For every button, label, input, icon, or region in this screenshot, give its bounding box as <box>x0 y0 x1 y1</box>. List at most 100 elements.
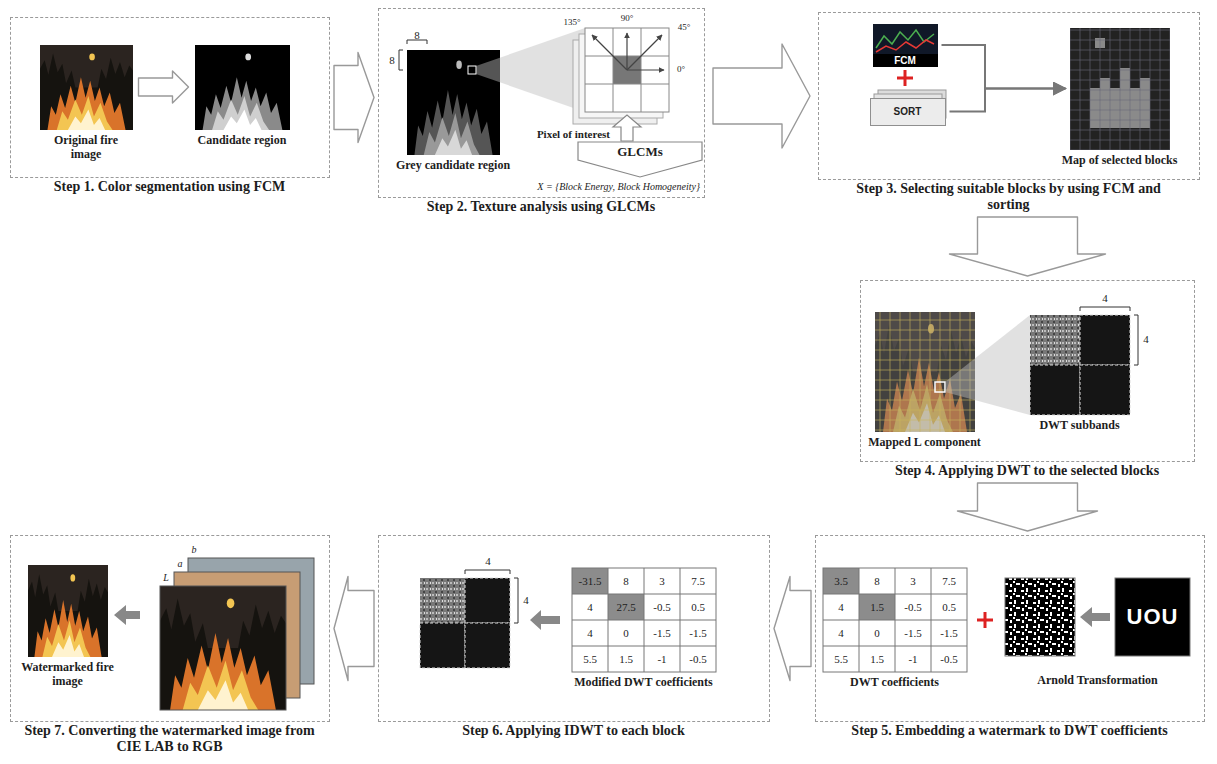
flow-arrow <box>334 577 374 681</box>
step-caption: Step 1. Color segmentation using FCM <box>11 179 328 195</box>
block-selection-illustration <box>873 24 1170 150</box>
feature-vector: X = {Block Energy, Block Homogeneity} <box>520 181 700 193</box>
idwt-illustration <box>572 568 716 672</box>
idwt-illustration <box>608 594 644 620</box>
glcm-illustration <box>585 28 669 112</box>
step-caption: Step 3. Selecting suitable blocks by usi… <box>844 181 1174 213</box>
idwt-illustration <box>572 568 716 672</box>
table-cell: 5.5 <box>572 646 608 672</box>
table-caption: Modified DWT coefficients <box>554 675 734 689</box>
embedding-illustration <box>823 568 1190 672</box>
idwt-illustration <box>465 623 510 668</box>
block-selection-illustration <box>876 30 934 48</box>
table-cell: 4 <box>823 594 859 620</box>
table-cell: 0.5 <box>931 594 967 620</box>
step-panel: Watermarked fire imageStep 7. Converting… <box>10 535 330 722</box>
image-caption: DWT subbands <box>1025 418 1135 432</box>
block-selection-illustration <box>873 24 938 54</box>
dimension-label: 8 <box>410 29 424 41</box>
flow-arrow <box>942 45 1066 89</box>
embedding-illustration <box>823 568 859 594</box>
image-panel: DWT subbands <box>1030 315 1130 415</box>
table-cell: -1 <box>644 646 680 672</box>
image-caption: Watermarked fire image <box>18 660 118 688</box>
table-cell: 7.5 <box>931 568 967 594</box>
table-cell: -1.5 <box>895 620 931 646</box>
fire-photo <box>40 45 133 130</box>
watermark-text: UOU <box>1115 578 1190 656</box>
dimension-label: 4 <box>482 555 494 567</box>
dwt-illustration <box>1030 315 1080 365</box>
block-selection-illustration <box>1070 28 1170 150</box>
step-panel: Mapped L componentDWT subbandsStep 4. Ap… <box>860 280 1195 462</box>
dwt-illustration <box>1080 315 1130 365</box>
step-caption: Step 4. Applying DWT to the selected blo… <box>861 463 1193 479</box>
table-caption: DWT coefficients <box>820 675 970 689</box>
fire-photo <box>195 45 290 130</box>
table-cell: 0.5 <box>680 594 716 620</box>
color-conversion-illustration <box>160 586 286 710</box>
table-cell: 1.5 <box>859 594 895 620</box>
image-caption: Grey candidate region <box>388 158 518 172</box>
step-panel: Modified DWT coefficientsStep 6. Applyin… <box>378 535 770 722</box>
flow-arrow <box>139 71 189 103</box>
step-caption: Step 7. Converting the watermarked image… <box>11 723 328 755</box>
table-cell: 1.5 <box>859 646 895 672</box>
block-selection-illustration <box>1070 28 1170 150</box>
angle-label: 90° <box>617 13 637 24</box>
embedding-illustration <box>1080 607 1110 627</box>
image-label: FCM <box>873 54 938 67</box>
table-cell: 0 <box>859 620 895 646</box>
embedding-illustration <box>859 594 895 620</box>
idwt-illustration <box>530 610 560 630</box>
table-cell: 1.5 <box>608 646 644 672</box>
box-label: SORT <box>871 99 945 125</box>
table-cell: -1 <box>895 646 931 672</box>
idwt-illustration <box>465 570 510 574</box>
glcm-illustration <box>578 142 702 177</box>
table-cell: 0 <box>608 620 644 646</box>
angle-label: 45° <box>673 22 695 33</box>
color-conversion-illustration <box>114 605 140 625</box>
glcm-illustration <box>627 35 662 70</box>
idwt-illustration <box>572 568 608 594</box>
dimension-label: 4 <box>1141 333 1151 345</box>
embedding-illustration <box>1005 578 1075 656</box>
color-conversion-illustration <box>28 565 108 657</box>
sort-box: SORT <box>870 98 946 126</box>
dimension-label: 4 <box>521 594 531 606</box>
table-cell: 7.5 <box>680 568 716 594</box>
flow-arrow <box>334 53 374 143</box>
glcm-illustration <box>399 50 403 70</box>
glcm-illustration <box>627 69 664 70</box>
image-panel: Watermarked fire image <box>28 565 108 657</box>
table-cell: 5.5 <box>823 646 859 672</box>
glcm-illustration <box>399 28 702 177</box>
dwt-illustration <box>1080 365 1130 415</box>
dwt-illustration <box>945 315 1030 415</box>
annotation: Pixel of interest <box>500 128 610 141</box>
table-cell: -1.5 <box>931 620 967 646</box>
step-panel: Original fire imageCandidate regionStep … <box>10 17 330 178</box>
glcm-illustration <box>626 33 627 70</box>
step-panel: FCMSORTMap of selected blocksStep 3. Sel… <box>818 12 1200 180</box>
glcm-illustration <box>476 28 585 112</box>
idwt-illustration <box>420 568 716 672</box>
image-panel: Candidate region <box>195 45 290 130</box>
embedding-illustration <box>823 568 967 672</box>
image-panel: FCM <box>873 24 938 67</box>
color-conversion-illustration <box>160 586 286 710</box>
flow-arrow <box>950 217 1106 276</box>
idwt-illustration <box>572 568 716 672</box>
angle-label: 0° <box>673 64 689 75</box>
embedding-illustration <box>977 612 993 628</box>
table-cell: -0.5 <box>931 646 967 672</box>
image-caption: Original fire image <box>40 133 133 161</box>
channel-label: a <box>175 558 185 570</box>
image-caption: Map of selected blocks <box>1045 153 1195 167</box>
table-cell: 3 <box>895 568 931 594</box>
channel-label: b <box>189 544 199 556</box>
